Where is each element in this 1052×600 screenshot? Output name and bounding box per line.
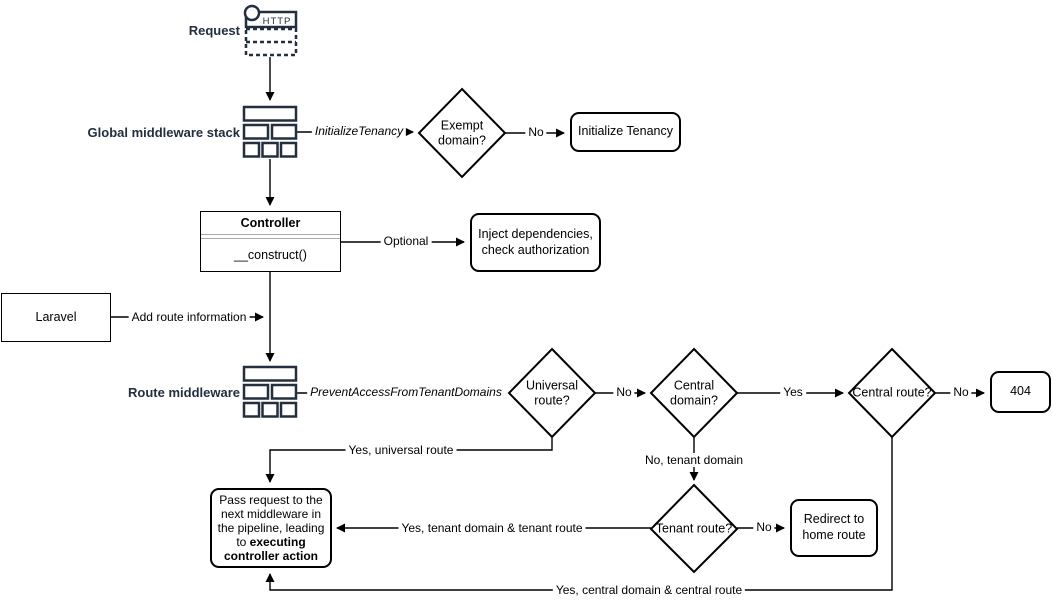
laravel-node: Laravel — [1, 293, 111, 342]
decision-universal-route-shape — [507, 347, 597, 439]
edge-label-initialize-tenancy: InitializeTenancy — [311, 124, 407, 138]
edge-label-prevent-access: PreventAccessFromTenantDomains — [307, 385, 505, 399]
decision-central-route-shape — [847, 347, 937, 439]
edge-label-yes-universal: Yes, universal route — [345, 443, 457, 457]
central-route-label: Central route? — [852, 385, 932, 400]
controller-title: Controller — [201, 212, 340, 235]
decision-central-domain-shape — [649, 347, 739, 439]
edge-label-tenant-no: No — [753, 520, 775, 534]
http-request-icon: HTTP — [243, 4, 298, 57]
inject-dependencies-node: Inject dependencies, check authorization — [470, 213, 601, 272]
controller-separator — [201, 235, 340, 239]
edge-label-central-route-no: No — [950, 385, 972, 399]
controller-node: Controller __construct() — [200, 211, 341, 272]
route-middleware-label: Route middleware — [128, 385, 240, 400]
central-domain-label: Central domain? — [670, 378, 718, 407]
decision-tenant-route-shape — [649, 483, 739, 574]
edge-label-no-tenant-domain: No, tenant domain — [641, 453, 747, 467]
universal-route-label: Universal route? — [525, 378, 579, 407]
initialize-tenancy-text: Initialize Tenancy — [578, 124, 673, 139]
global-middleware-stack-icon — [242, 105, 298, 158]
edge-label-central-domain-yes: Yes — [780, 385, 806, 399]
controller-method: __construct() — [234, 247, 307, 262]
laravel-text: Laravel — [35, 309, 77, 324]
edge-label-optional: Optional — [380, 234, 432, 248]
404-node: 404 — [990, 371, 1051, 413]
initialize-tenancy-node: Initialize Tenancy — [570, 112, 681, 152]
pass-request-node: Pass request to the next middleware in t… — [210, 488, 332, 568]
request-label: Request — [188, 23, 240, 38]
pass-request-text-bold: executing controller action — [223, 535, 318, 563]
tenant-route-label: Tenant route? — [655, 521, 733, 536]
404-text: 404 — [1010, 384, 1031, 399]
edge-label-yes-tenant: Yes, tenant domain & tenant route — [398, 521, 586, 535]
decision-exempt-domain-shape — [417, 87, 507, 179]
redirect-home-node: Redirect to home route — [790, 499, 878, 557]
http-label: HTTP — [263, 16, 292, 27]
redirect-home-text: Redirect to home route — [802, 512, 866, 542]
route-middleware-stack-icon — [242, 365, 298, 418]
edge-label-exempt-no: No — [525, 125, 547, 139]
decision-shapes — [417, 87, 937, 574]
inject-dependencies-text: Inject dependencies, check authorization — [478, 226, 593, 257]
edge-label-yes-central: Yes, central domain & central route — [552, 583, 746, 597]
exempt-domain-label: Exempt domain? — [438, 118, 486, 147]
edge-label-add-route-info: Add route information — [128, 310, 250, 324]
global-middleware-label: Global middleware stack — [87, 125, 240, 140]
pass-request-text: Pass request to the next middleware in t… — [212, 491, 330, 565]
edge-label-universal-no: No — [613, 385, 635, 399]
pass-request-text-normal: Pass request to the next middleware in t… — [217, 493, 325, 549]
